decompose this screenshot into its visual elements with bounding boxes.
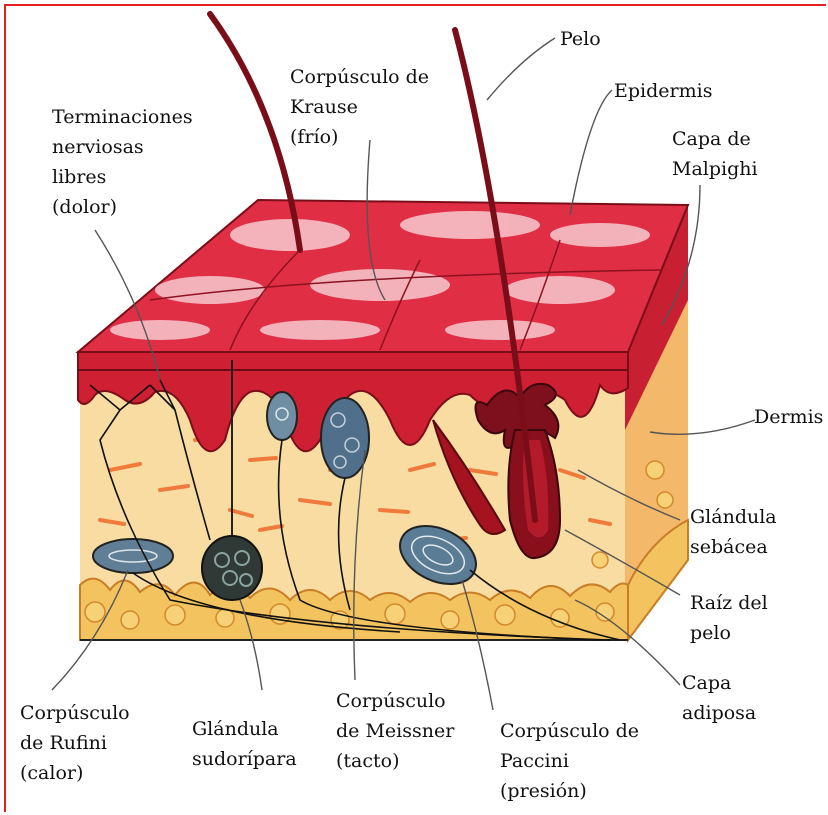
label-line: pelo — [690, 618, 768, 648]
label-line: Raíz del — [690, 588, 768, 618]
label-line: (dolor) — [52, 192, 193, 222]
label-line: nerviosas — [52, 132, 193, 162]
label-line: Epidermis — [614, 76, 712, 106]
label-line: Malpighi — [672, 154, 758, 184]
label-corpusculo-paccini: Corpúsculo de Paccini (presión) — [500, 716, 639, 806]
label-line: sebácea — [690, 532, 777, 562]
label-line: Paccini — [500, 746, 639, 776]
label-glandula-sebacea: Glándula sebácea — [690, 502, 777, 562]
label-line: adiposa — [682, 698, 756, 728]
label-line: (frío) — [290, 122, 429, 152]
label-line: Terminaciones — [52, 102, 193, 132]
label-corpusculo-meissner: Corpúsculo de Meissner (tacto) — [336, 686, 454, 776]
label-line: Krause — [290, 92, 429, 122]
label-line: sudorípara — [192, 744, 297, 774]
label-terminaciones-nerviosas: Terminaciones nerviosas libres (dolor) — [52, 102, 193, 222]
label-line: Corpúsculo de — [290, 62, 429, 92]
label-corpusculo-krause: Corpúsculo de Krause (frío) — [290, 62, 429, 152]
label-line: Dermis — [754, 402, 823, 432]
label-line: (calor) — [20, 758, 130, 788]
label-capa-adiposa: Capa adiposa — [682, 668, 756, 728]
label-line: Capa de — [672, 124, 758, 154]
label-line: de Rufini — [20, 728, 130, 758]
label-pelo: Pelo — [560, 24, 601, 54]
label-line: Glándula — [690, 502, 777, 532]
label-line: libres — [52, 162, 193, 192]
label-line: (presión) — [500, 776, 639, 806]
label-line: Corpúsculo — [20, 698, 130, 728]
label-raiz-del-pelo: Raíz del pelo — [690, 588, 768, 648]
label-line: de Meissner — [336, 716, 454, 746]
label-line: (tacto) — [336, 746, 454, 776]
label-line: Glándula — [192, 714, 297, 744]
label-dermis: Dermis — [754, 402, 823, 432]
label-corpusculo-rufini: Corpúsculo de Rufini (calor) — [20, 698, 130, 788]
label-epidermis: Epidermis — [614, 76, 712, 106]
label-line: Pelo — [560, 24, 601, 54]
label-line: Corpúsculo de — [500, 716, 639, 746]
label-line: Capa — [682, 668, 756, 698]
label-capa-malpighi: Capa de Malpighi — [672, 124, 758, 184]
label-glandula-sudoripara: Glándula sudorípara — [192, 714, 297, 774]
label-line: Corpúsculo — [336, 686, 454, 716]
